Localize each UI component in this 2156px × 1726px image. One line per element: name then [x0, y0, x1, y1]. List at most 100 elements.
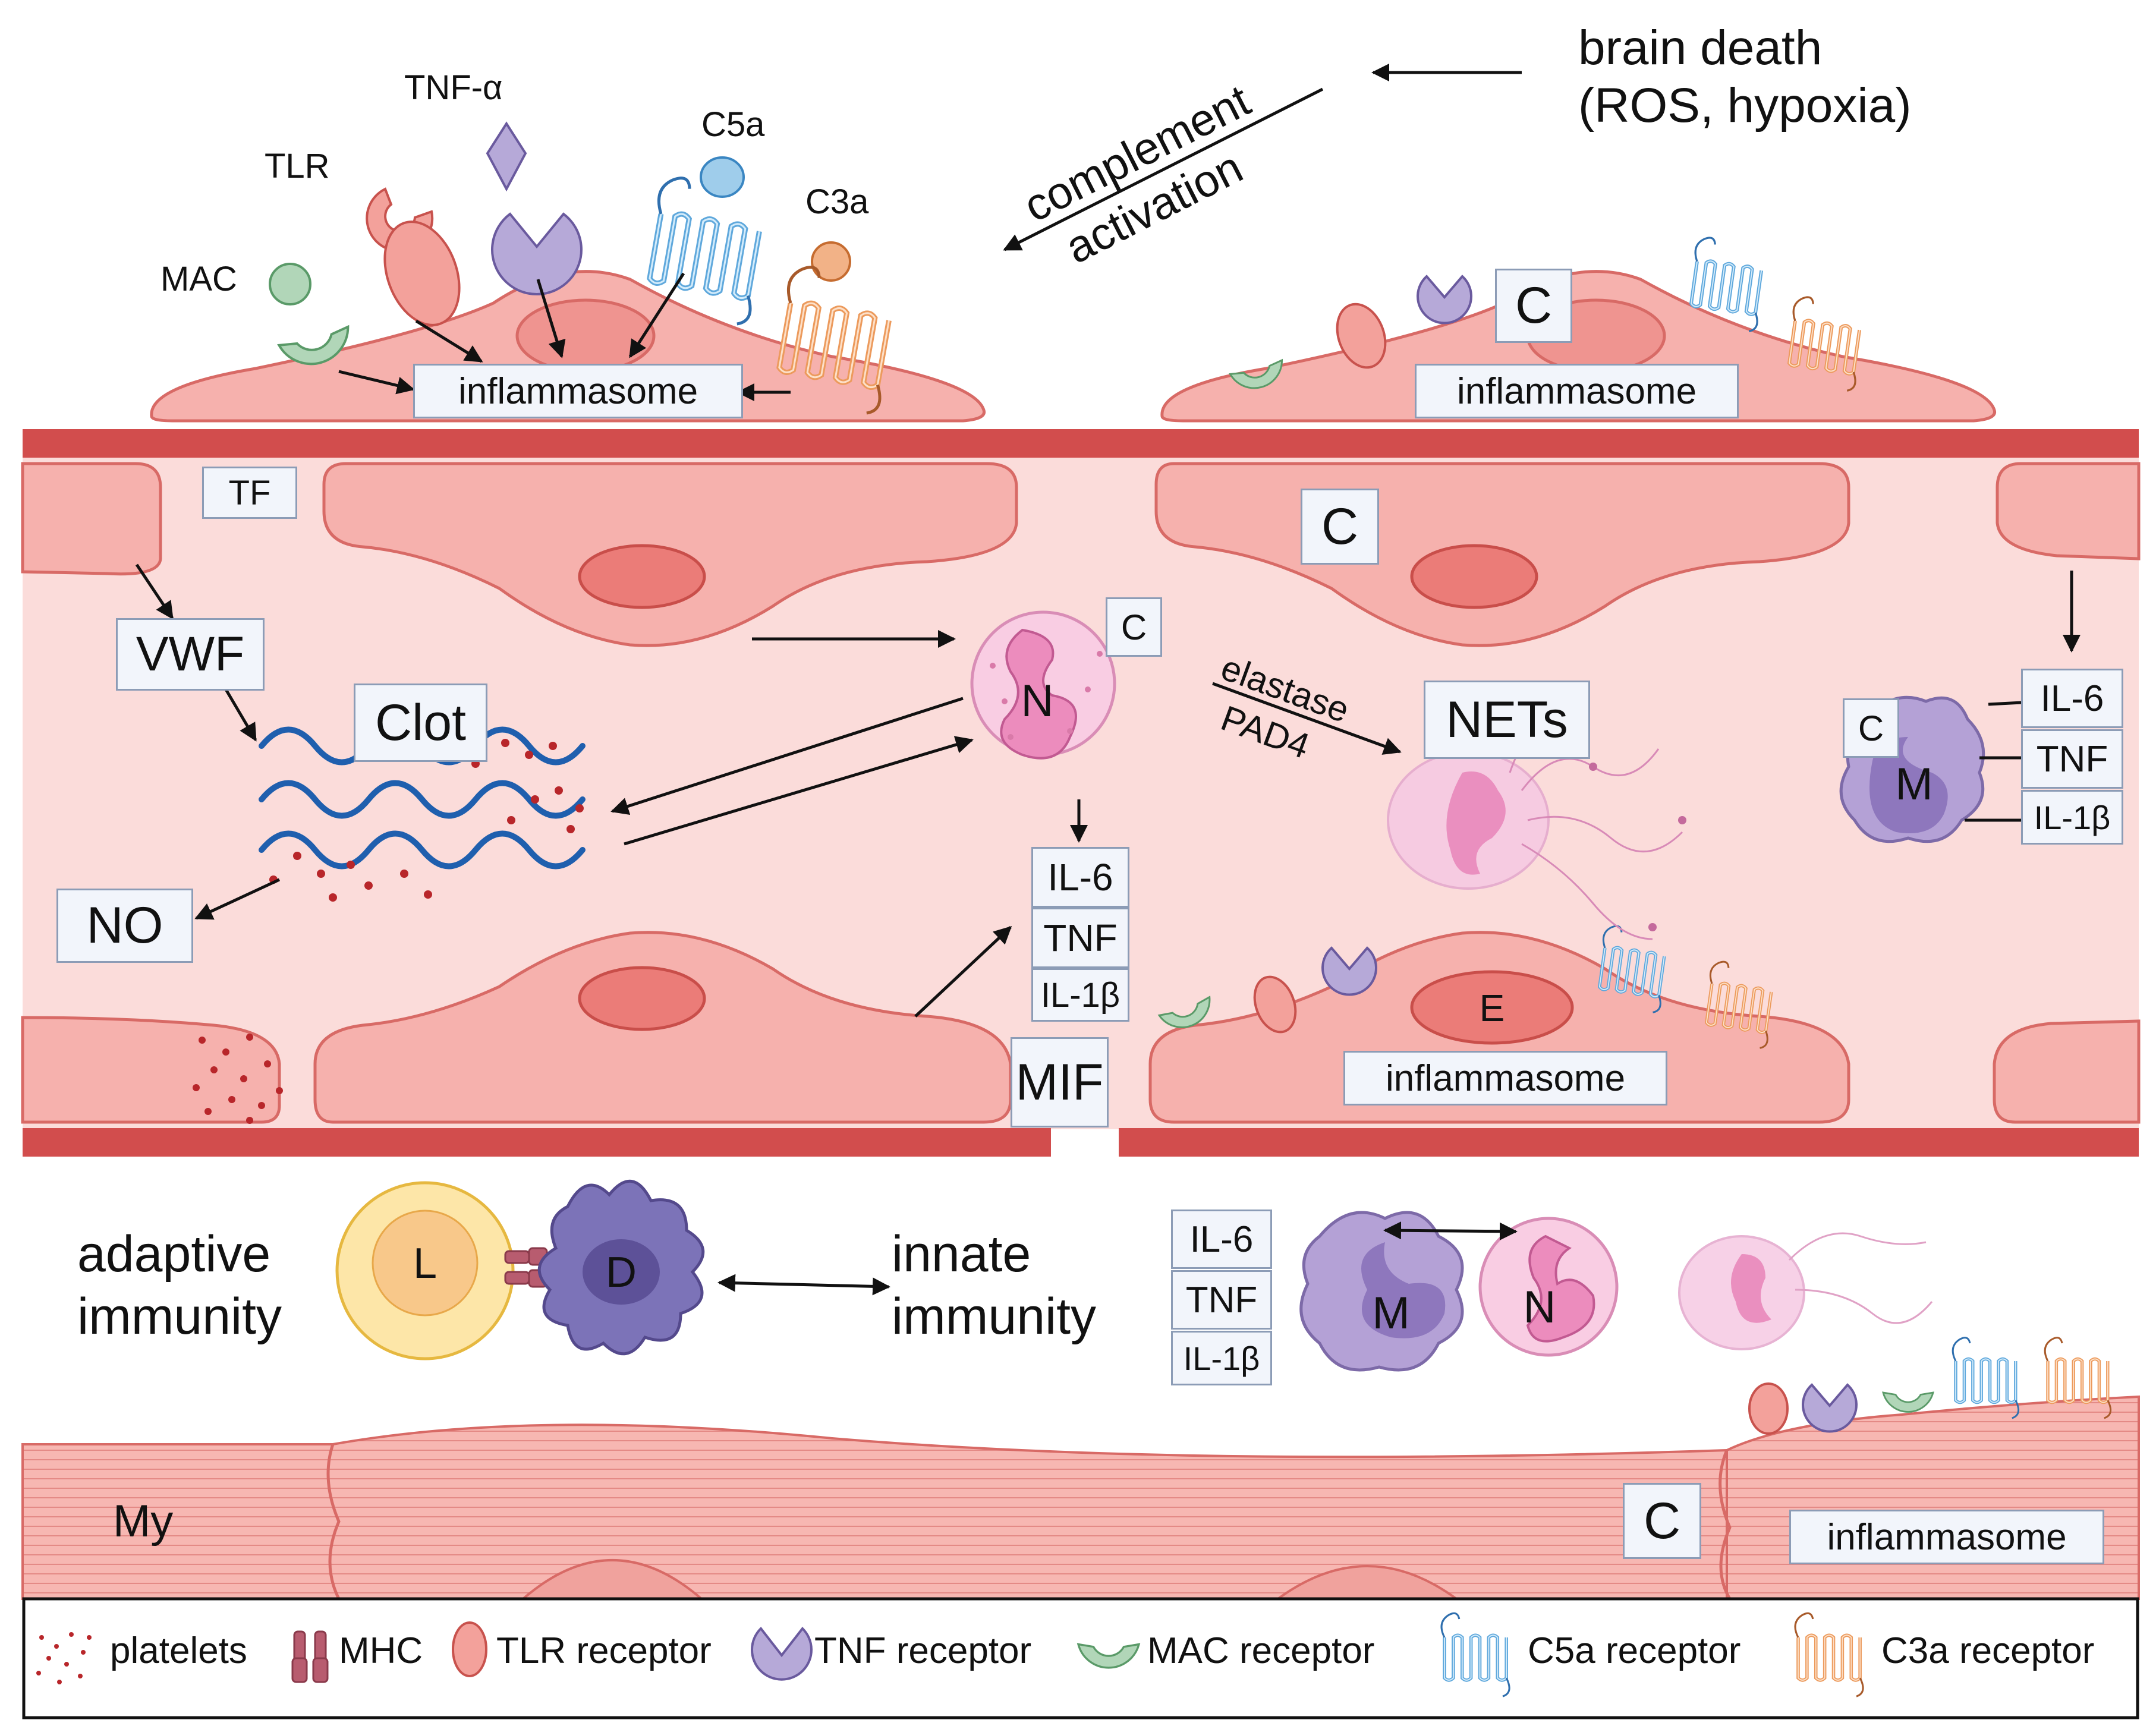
- tnf-receptor-icon-2: [1417, 275, 1472, 325]
- arrow-to-vwf: [135, 563, 174, 620]
- platelet-cluster: [193, 1034, 283, 1124]
- adaptive-line2: immunity: [77, 1288, 282, 1345]
- myocyte-left: [21, 1423, 1728, 1600]
- legend-c5a-receptor: C5a receptor: [1528, 1630, 1741, 1671]
- endothelial-cell: [1996, 462, 2141, 560]
- legend-mac-receptor: MAC receptor: [1147, 1630, 1375, 1671]
- mac-receptor-icon-4: [1882, 1391, 1934, 1413]
- c3a-ligand: [811, 241, 851, 282]
- arrow-complement: [1003, 87, 1324, 251]
- cytokine-il6: IL-6: [1031, 847, 1129, 908]
- endothelial-cell: [1993, 1019, 2141, 1124]
- myocyte-label: My: [113, 1496, 174, 1547]
- tnf-receptor-icon: [491, 212, 583, 295]
- nets-graphic-lower: [1678, 1232, 1933, 1350]
- legend-c3a-receptor: C3a receptor: [1881, 1630, 2095, 1671]
- endothelial-nucleus: [578, 544, 706, 609]
- innate-line1: innate: [892, 1226, 1031, 1283]
- vwf-box: VWF: [116, 618, 265, 691]
- neutrophil-label: N: [1021, 676, 1054, 726]
- vessel-wall-bottom-right: [1119, 1128, 2139, 1157]
- endothelial-nucleus: [1410, 544, 1538, 609]
- endothelium-label: E: [1480, 987, 1505, 1029]
- inflammasome-label-3: inflammasome: [1343, 1051, 1667, 1105]
- legend-platelets: platelets: [110, 1630, 247, 1671]
- cytokine-il1b: IL-1β: [1031, 968, 1129, 1022]
- c3a-label: C3a: [805, 182, 869, 221]
- c5a-ligand: [700, 156, 745, 198]
- inflammasome-label-2: inflammasome: [1415, 364, 1739, 418]
- tlr-receptor-icon-2: [1336, 303, 1387, 369]
- cytokine-tnf-3: TNF: [1171, 1270, 1272, 1330]
- legend-box: [22, 1597, 2139, 1719]
- neutrophil-lower-label: N: [1524, 1282, 1556, 1333]
- inflammasome-label-4: inflammasome: [1789, 1510, 2104, 1564]
- trigger-line2: (ROS, hypoxia): [1578, 78, 1912, 133]
- c5a-label: C5a: [701, 105, 765, 144]
- myocyte-right: [1726, 1395, 2140, 1600]
- legend-mhc-icon: [291, 1630, 329, 1683]
- cytokine-tnf-2: TNF: [2021, 729, 2123, 789]
- legend-tlr-receptor: TLR receptor: [496, 1630, 712, 1671]
- cytokine-il1b-3: IL-1β: [1171, 1331, 1272, 1385]
- clot-box: Clot: [354, 684, 487, 762]
- tnf-alpha-label: TNF-α: [404, 68, 503, 107]
- legend-platelets-icon: [36, 1632, 92, 1684]
- legend-tnf-receptor: TNF receptor: [814, 1630, 1032, 1671]
- macrophage-nucleus: [1869, 737, 1948, 833]
- macrophage-lower-nucleus: [1361, 1242, 1446, 1338]
- inflammasome-label-1: inflammasome: [413, 364, 743, 418]
- arrow-clot-neutrophil: [624, 736, 974, 846]
- tlr-receptor-icon: [383, 221, 461, 326]
- mac-ligand: [269, 263, 311, 305]
- mif-box: MIF: [1011, 1037, 1109, 1127]
- tlr-receptor-icon-3: [1253, 975, 1297, 1034]
- arrow-neutrophil-nets: [1212, 682, 1402, 755]
- nets-graphic: [1387, 703, 1686, 940]
- legend-tlr-icon: [452, 1621, 487, 1677]
- tnf-alpha-ligand: [486, 121, 527, 192]
- cytokine-tnf: TNF: [1031, 908, 1129, 968]
- arrow-clot-no: [194, 878, 281, 920]
- complement-box-5: C: [1623, 1483, 1701, 1559]
- arrow-endo-cytokines: [914, 925, 1012, 1018]
- neutrophil-nucleus: [1000, 628, 1077, 760]
- complement-box-4: C: [1843, 698, 1899, 758]
- innate-line2: immunity: [892, 1288, 1097, 1345]
- endothelial-nucleus-e: [1410, 970, 1574, 1045]
- macrophage-label: M: [1895, 759, 1932, 810]
- tnf-receptor-icon-3: [1321, 946, 1377, 996]
- mac-label: MAC: [160, 260, 237, 298]
- tnf-receptor-icon-4: [1802, 1383, 1858, 1433]
- tf-box: TF: [202, 467, 297, 519]
- clot-platelets: [269, 739, 584, 902]
- vessel-wall-bottom-left: [23, 1128, 1051, 1157]
- arrow-neutrophil-clot: [610, 697, 964, 815]
- arrow-vwf-clot: [224, 688, 257, 742]
- complement-box-1: C: [1495, 269, 1572, 343]
- lymphocyte-nucleus: [372, 1210, 479, 1316]
- endothelial-nucleus: [578, 966, 706, 1031]
- interstitial-nucleus-left: [515, 298, 656, 373]
- tlr-label: TLR: [265, 147, 330, 185]
- adaptive-line1: adaptive: [77, 1226, 271, 1283]
- dendritic-nucleus: [583, 1239, 660, 1305]
- cytokine-il6-3: IL-6: [1171, 1210, 1272, 1269]
- tlr-receptor-icon-4: [1748, 1382, 1789, 1435]
- legend-tnf-icon: [751, 1626, 813, 1681]
- cytokine-il6-2: IL-6: [2021, 669, 2123, 728]
- lymphocyte-label: L: [413, 1240, 437, 1287]
- neutrophil-lower-nucleus: [1526, 1234, 1595, 1343]
- nets-box: NETs: [1424, 681, 1590, 759]
- vessel-wall-top: [23, 429, 2139, 458]
- arrow-m-n: [1383, 1221, 1518, 1240]
- macrophage-lower-label: M: [1372, 1288, 1409, 1338]
- cytokine-il1b-2: IL-1β: [2021, 790, 2123, 845]
- complement-box-2: C: [1301, 489, 1379, 565]
- arrow-adaptive-innate: [717, 1274, 890, 1296]
- complement-box-3: C: [1106, 597, 1162, 657]
- no-box: NO: [56, 889, 193, 963]
- legend-mhc: MHC: [339, 1630, 423, 1671]
- trigger-line1: brain death: [1578, 21, 1823, 75]
- dendritic-label: D: [606, 1249, 637, 1296]
